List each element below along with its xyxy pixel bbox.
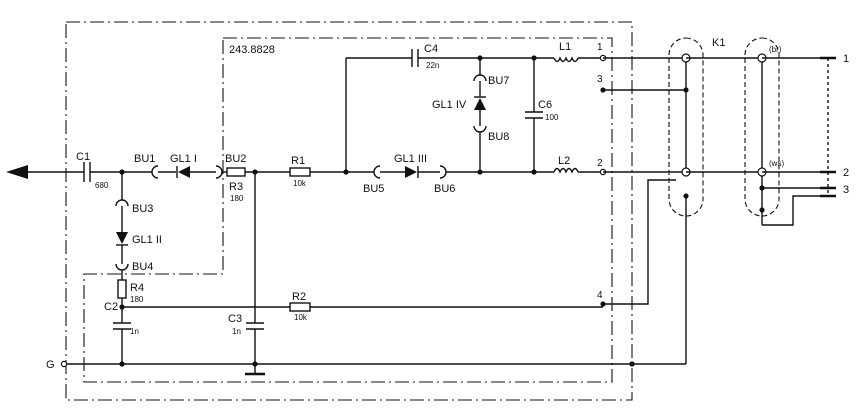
board-id-label: 243.8828 bbox=[229, 44, 275, 56]
inductor-l1-icon bbox=[553, 56, 579, 63]
gl1-i-label: GL1 I bbox=[170, 153, 197, 165]
socket-bu2-icon bbox=[215, 165, 223, 179]
cable-shield-right bbox=[744, 37, 780, 217]
pin-3-label: 3 bbox=[597, 74, 603, 85]
c1-name: C1 bbox=[76, 151, 90, 163]
r2-name: R2 bbox=[292, 291, 306, 303]
resistor-r1 bbox=[289, 167, 311, 177]
wire-pin4-cable bbox=[603, 179, 676, 305]
c2-name: C2 bbox=[104, 301, 118, 313]
inductor-l2-icon bbox=[553, 167, 579, 174]
resistor-r4 bbox=[117, 279, 127, 299]
wire-ws-label: (ws) bbox=[769, 159, 784, 168]
gl1-ii-label: GL1 II bbox=[132, 234, 162, 246]
bu5-label: BU5 bbox=[363, 183, 384, 195]
gl1-iii-label: GL1 III bbox=[394, 153, 427, 165]
diode-gl1-iv-icon bbox=[474, 96, 486, 110]
bu7-label: BU7 bbox=[488, 75, 509, 87]
cable-label: K1 bbox=[712, 37, 725, 49]
cable-shield-left bbox=[668, 37, 704, 217]
socket-bu1-icon bbox=[151, 165, 159, 179]
r3-name: R3 bbox=[229, 181, 243, 193]
pin-4-label: 4 bbox=[597, 290, 603, 301]
r4-value: 180 bbox=[130, 295, 144, 304]
r2-value: 10k bbox=[294, 313, 308, 322]
bu2-label: BU2 bbox=[225, 153, 246, 165]
socket-bu5-icon bbox=[373, 165, 381, 179]
c3-name: C3 bbox=[228, 313, 242, 325]
junction-ground-c3 bbox=[252, 361, 258, 367]
socket-bu8-icon bbox=[473, 125, 487, 133]
capacitor-c3 bbox=[246, 322, 264, 330]
ground-label: G bbox=[46, 359, 55, 371]
bu8-label: BU8 bbox=[488, 131, 509, 143]
c6-value: 100 bbox=[545, 113, 559, 122]
board-outline bbox=[83, 37, 613, 383]
capacitor-c1 bbox=[83, 162, 91, 182]
c4-name: C4 bbox=[424, 43, 438, 55]
capacitor-c4 bbox=[411, 49, 419, 67]
resistor-r2 bbox=[289, 302, 311, 312]
r4-name: R4 bbox=[130, 282, 144, 294]
cable-right-shield-tap bbox=[759, 207, 765, 213]
output-3-label: 3 bbox=[843, 184, 849, 196]
l1-name: L1 bbox=[559, 41, 571, 53]
c4-value: 22n bbox=[426, 61, 439, 70]
enclosure-outer-frame bbox=[65, 21, 633, 401]
output-2-label: 2 bbox=[843, 167, 849, 179]
capacitor-c6 bbox=[525, 111, 543, 119]
output-arrow-icon bbox=[6, 165, 28, 179]
junction-ground-frame bbox=[629, 361, 635, 367]
c1-value: 680 bbox=[95, 181, 109, 190]
junction-ground-c2 bbox=[119, 361, 125, 367]
capacitor-c2 bbox=[113, 322, 131, 330]
wire-br-label: (br) bbox=[769, 45, 782, 54]
diode-gl1-i-icon bbox=[176, 166, 190, 178]
diode-gl1-iii-icon bbox=[405, 166, 419, 178]
r3-value: 180 bbox=[230, 194, 244, 203]
bu4-label: BU4 bbox=[132, 261, 153, 273]
resistor-r3 bbox=[226, 167, 246, 177]
socket-bu4-icon bbox=[115, 263, 129, 271]
socket-bu7-icon bbox=[473, 74, 487, 82]
output-1-label: 1 bbox=[843, 53, 849, 65]
socket-bu3-icon bbox=[115, 199, 129, 207]
r1-name: R1 bbox=[291, 155, 305, 167]
cable-left-junction bbox=[683, 87, 689, 93]
bu1-label: BU1 bbox=[134, 153, 155, 165]
l2-name: L2 bbox=[558, 155, 570, 167]
bu6-label: BU6 bbox=[434, 183, 455, 195]
pin-1-label: 1 bbox=[597, 42, 603, 53]
r1-value: 10k bbox=[293, 179, 307, 188]
cable-left-shield-tap bbox=[683, 193, 689, 199]
wire-out-3-shield bbox=[762, 195, 828, 226]
bu3-label: BU3 bbox=[132, 203, 153, 215]
c6-name: C6 bbox=[538, 99, 552, 111]
c3-value: 1n bbox=[232, 327, 241, 336]
diode-gl1-ii-icon bbox=[116, 232, 128, 246]
socket-bu6-icon bbox=[439, 165, 447, 179]
pin-2-label: 2 bbox=[597, 158, 603, 169]
ground-terminal bbox=[60, 360, 68, 368]
c2-value: 1n bbox=[130, 327, 139, 336]
gl1-iv-label: GL1 IV bbox=[432, 99, 467, 111]
